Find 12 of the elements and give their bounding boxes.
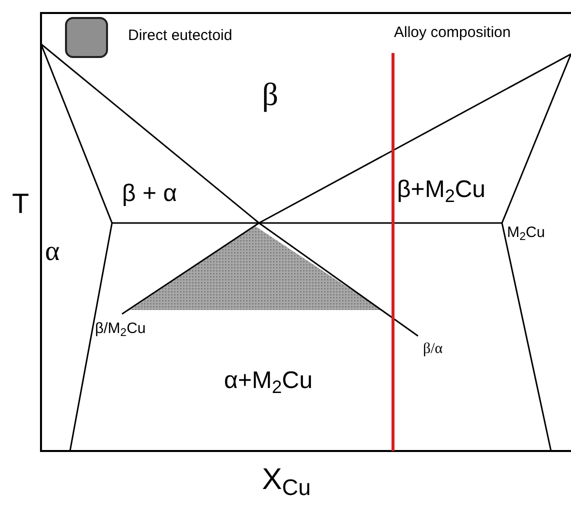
axis-label: T [12, 190, 30, 218]
axis-label: X$_{Cu}$ [262, 465, 311, 495]
phase-label: M$_{2}$Cu [507, 225, 545, 240]
phase-label: α+M$_{2}$Cu [224, 369, 313, 393]
boundary-label: β/α [423, 342, 443, 357]
phase-label: α [45, 238, 60, 266]
legend-label: Direct eutectoid [128, 26, 232, 46]
phase-label: β+M$_{2}$Cu [397, 178, 486, 202]
phase-label: β [262, 78, 278, 110]
line-label: Alloy composition [394, 25, 511, 40]
boundary-label: β/M$_{2}$Cu [95, 321, 146, 336]
phase-label: β + α [122, 182, 178, 206]
